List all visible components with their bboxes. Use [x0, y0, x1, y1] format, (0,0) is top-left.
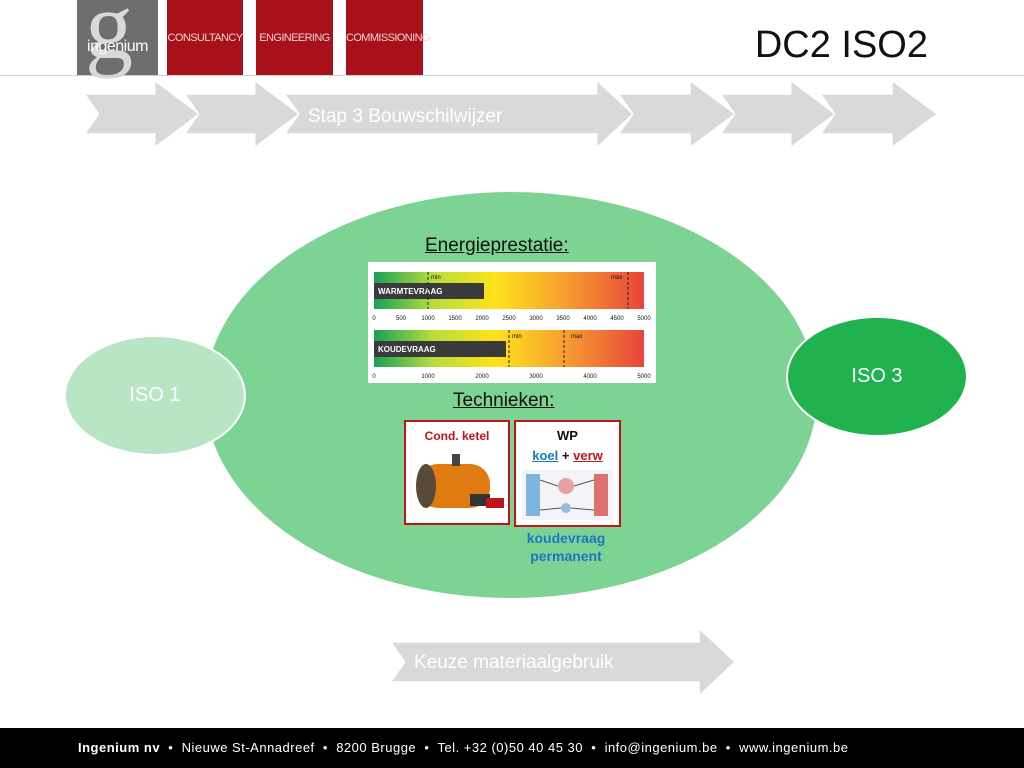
koude-tick-label: 3000	[529, 374, 543, 380]
techniques-heading: Technieken:	[453, 390, 555, 411]
warmte-tick-label: 5000	[637, 316, 651, 322]
footer-contact: Ingenium nv • Nieuwe St-Annadreef • 8200…	[78, 728, 848, 768]
wp-note: koudevraag permanent	[516, 529, 616, 565]
boiler-card: Cond. ketel	[404, 420, 510, 525]
footer-sep: •	[322, 740, 328, 755]
process-step-label: Stap 3 Bouwschilwijzer	[308, 106, 503, 127]
wp-compressor	[558, 478, 574, 494]
warmte-tick-label: 2500	[502, 316, 516, 322]
boiler-illustration	[416, 454, 504, 508]
footer-sep: •	[424, 740, 430, 755]
energy-chart: WARMTEVRAAG min max 0 500 1000 1500 2000 2500…	[368, 262, 656, 383]
iso3-circle: ISO 3	[786, 316, 968, 437]
energy-heading: Energieprestatie:	[425, 235, 569, 256]
koude-tick-label: 2000	[475, 374, 489, 380]
wp-verw: verw	[573, 448, 603, 463]
wp-subtitle: koel + verw	[516, 448, 619, 463]
footer-sep: •	[168, 740, 174, 755]
footer-bar: Ingenium nv • Nieuwe St-Annadreef • 8200…	[0, 728, 1024, 768]
footer-city: 8200 Brugge	[336, 740, 417, 755]
process-arrow-5	[722, 82, 834, 146]
energy-chart-svg: WARMTEVRAAG min max 0 500 1000 1500 2000 2500…	[372, 272, 651, 380]
material-choice-label: Keuze materiaalgebruik	[414, 652, 614, 673]
wp-note-line2: permanent	[530, 548, 602, 564]
koude-tick-label: 4000	[583, 374, 597, 380]
warmte-tick-label: 3500	[556, 316, 570, 322]
warmte-tick-label: 1000	[421, 316, 435, 322]
koude-label: KOUDEVRAAG	[378, 345, 436, 354]
warmte-tick-label: 1500	[448, 316, 462, 322]
footer-street: Nieuwe St-Annadreef	[181, 740, 315, 755]
process-arrow-4	[620, 82, 734, 146]
iso1-circle: ISO 1	[64, 335, 246, 456]
process-arrow-2	[186, 82, 298, 146]
warmte-tick-label: 3000	[529, 316, 543, 322]
footer-sep: •	[591, 740, 597, 755]
koude-min-label: min	[512, 334, 522, 340]
warmte-tick-label: 4000	[583, 316, 597, 322]
warmte-max-label: max	[611, 275, 622, 281]
footer-company: Ingenium nv	[78, 740, 161, 755]
tab-engineering[interactable]: ENGINEERING	[256, 0, 333, 76]
warmte-tick-label: 4500	[610, 316, 624, 322]
company-logo: g ingenium	[77, 0, 158, 76]
heatpump-card: WP koel + verw	[514, 420, 621, 527]
koude-ticks: 0 1000 2000 3000 4000 5000	[372, 374, 651, 380]
process-arrow-6	[822, 82, 936, 146]
warmte-demand-bar	[374, 283, 484, 299]
footer-website[interactable]: www.ingenium.be	[739, 740, 849, 755]
iso3-label: ISO 3	[851, 365, 903, 387]
heatpump-illustration	[522, 470, 613, 520]
wp-plus: +	[561, 448, 570, 463]
wp-hot-coil	[594, 474, 608, 516]
warmte-tick-label: 2000	[475, 316, 489, 322]
wp-koel: koel	[532, 448, 559, 463]
process-arrow-1	[86, 82, 198, 146]
wp-valve	[561, 503, 571, 513]
boiler-flue	[452, 454, 460, 466]
tab-commissioning[interactable]: COMMISSIONING	[346, 0, 430, 76]
warmte-tick-label: 500	[396, 316, 407, 322]
warmte-tick-label: 0	[372, 316, 376, 322]
tab-consultancy[interactable]: CONSULTANCY	[167, 0, 243, 76]
logo-wordmark: ingenium	[87, 38, 148, 55]
boiler-end-cap	[416, 464, 436, 508]
koude-tick-label: 0	[372, 374, 376, 380]
koude-tick-label: 1000	[421, 374, 435, 380]
footer-email[interactable]: info@ingenium.be	[604, 740, 718, 755]
footer-phone: Tel. +32 (0)50 40 45 30	[437, 740, 584, 755]
warmte-ticks: 0 500 1000 1500 2000 2500 3000 3500 4000 4500 5000	[372, 316, 651, 322]
koude-demand-bar	[374, 341, 506, 357]
wp-note-line1: koudevraag	[526, 530, 606, 546]
wp-title: WP	[557, 428, 578, 443]
wp-cold-coil	[526, 474, 540, 516]
koude-tick-label: 5000	[637, 374, 651, 380]
iso2-oval	[205, 192, 817, 598]
boiler-burner	[486, 498, 504, 508]
koude-max-label: max	[571, 334, 582, 340]
wp-pipes	[539, 479, 595, 511]
footer-sep: •	[725, 740, 731, 755]
logo-g-mark: g	[85, 0, 133, 79]
slide-title: DC2 ISO2	[754, 24, 928, 66]
boiler-label: Cond. ketel	[424, 429, 490, 443]
iso1-label: ISO 1	[129, 384, 181, 406]
warmte-label: WARMTEVRAAG	[378, 287, 442, 296]
header-divider	[0, 75, 1024, 76]
boiler-door	[470, 494, 490, 506]
warmte-min-label: min	[431, 275, 441, 281]
